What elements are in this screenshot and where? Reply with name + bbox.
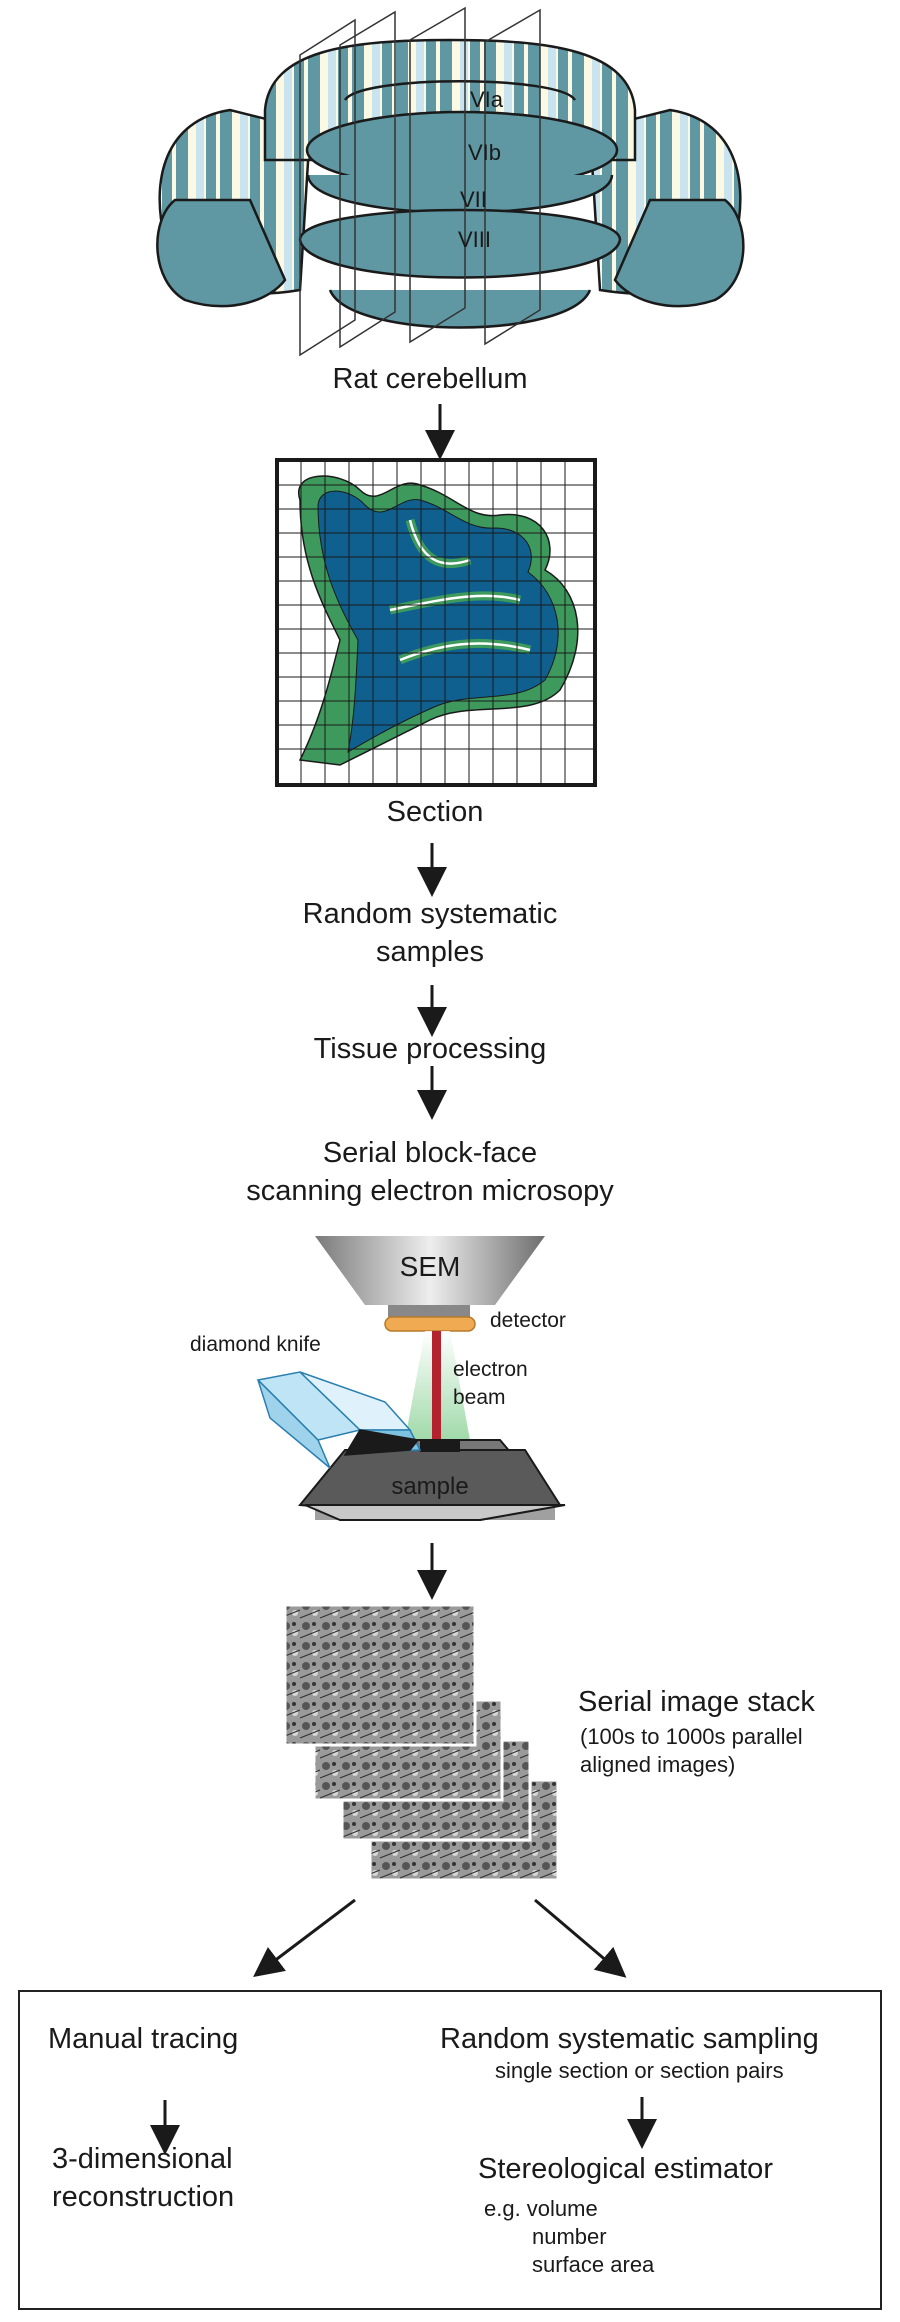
- cerebellum-illustration: VIa VIb VII VIII: [156, 6, 745, 357]
- lobule-label-vib: VIb: [468, 140, 501, 165]
- image-stack-desc-line1: (100s to 1000s parallel: [580, 1724, 803, 1749]
- serial-image-stack: [283, 1603, 560, 1882]
- random-systematic-sampling-label: Random systematic sampling: [440, 2023, 819, 2055]
- section-grid-panel: [275, 458, 597, 787]
- diamond-knife: [256, 1371, 422, 1469]
- sem-column: [315, 1236, 545, 1305]
- diamond-knife-label: diamond knife: [190, 1333, 321, 1356]
- electron-beam: [432, 1331, 441, 1443]
- eg-volume: e.g. volume: [484, 2196, 598, 2221]
- electron-beam-label-line2: beam: [453, 1386, 506, 1409]
- image-stack-title: Serial image stack: [578, 1686, 815, 1718]
- electron-beam-label-line1: electron: [453, 1358, 528, 1381]
- arrow-to-random-sampling: [534, 1898, 627, 1978]
- sem-apparatus: [256, 1236, 566, 1522]
- lobule-label-via: VIa: [470, 87, 504, 112]
- random-samples-line2: samples: [376, 936, 484, 968]
- image-stack-desc-line2: aligned images): [580, 1752, 736, 1777]
- section-granular-layer: [317, 490, 559, 753]
- em-image-1: [283, 1603, 477, 1747]
- stereological-estimator-label: Stereological estimator: [478, 2153, 773, 2185]
- manual-tracing-label: Manual tracing: [48, 2023, 239, 2055]
- arrow-to-manual-tracing: [253, 1898, 356, 1978]
- reconstruction-line2: reconstruction: [52, 2181, 235, 2213]
- tissue-processing-label: Tissue processing: [313, 1033, 547, 1065]
- eg-surface-area: surface area: [532, 2252, 655, 2277]
- detector-label: detector: [490, 1309, 566, 1332]
- sampling-subtitle: single section or section pairs: [495, 2058, 784, 2083]
- section-planes: [299, 6, 541, 357]
- sample-label: sample: [391, 1473, 469, 1500]
- sem-label: SEM: [399, 1251, 461, 1282]
- detector-ring: [384, 1316, 476, 1332]
- rat-cerebellum-label: Rat cerebellum: [332, 363, 528, 395]
- section-label: Section: [386, 796, 484, 828]
- analysis-outcomes-box: [18, 1990, 882, 2310]
- section-grid-lines: [279, 462, 593, 783]
- lobule-label-vii: VII: [460, 187, 487, 212]
- random-samples-line1: Random systematic: [302, 898, 558, 930]
- sbf-line2: scanning electron microsopy: [246, 1175, 614, 1207]
- reconstruction-line1: 3-dimensional: [52, 2143, 233, 2175]
- sbf-line1: Serial block-face: [322, 1137, 538, 1169]
- eg-number: number: [532, 2224, 607, 2249]
- lobule-label-viii: VIII: [458, 227, 491, 252]
- sem-tip: [388, 1305, 470, 1317]
